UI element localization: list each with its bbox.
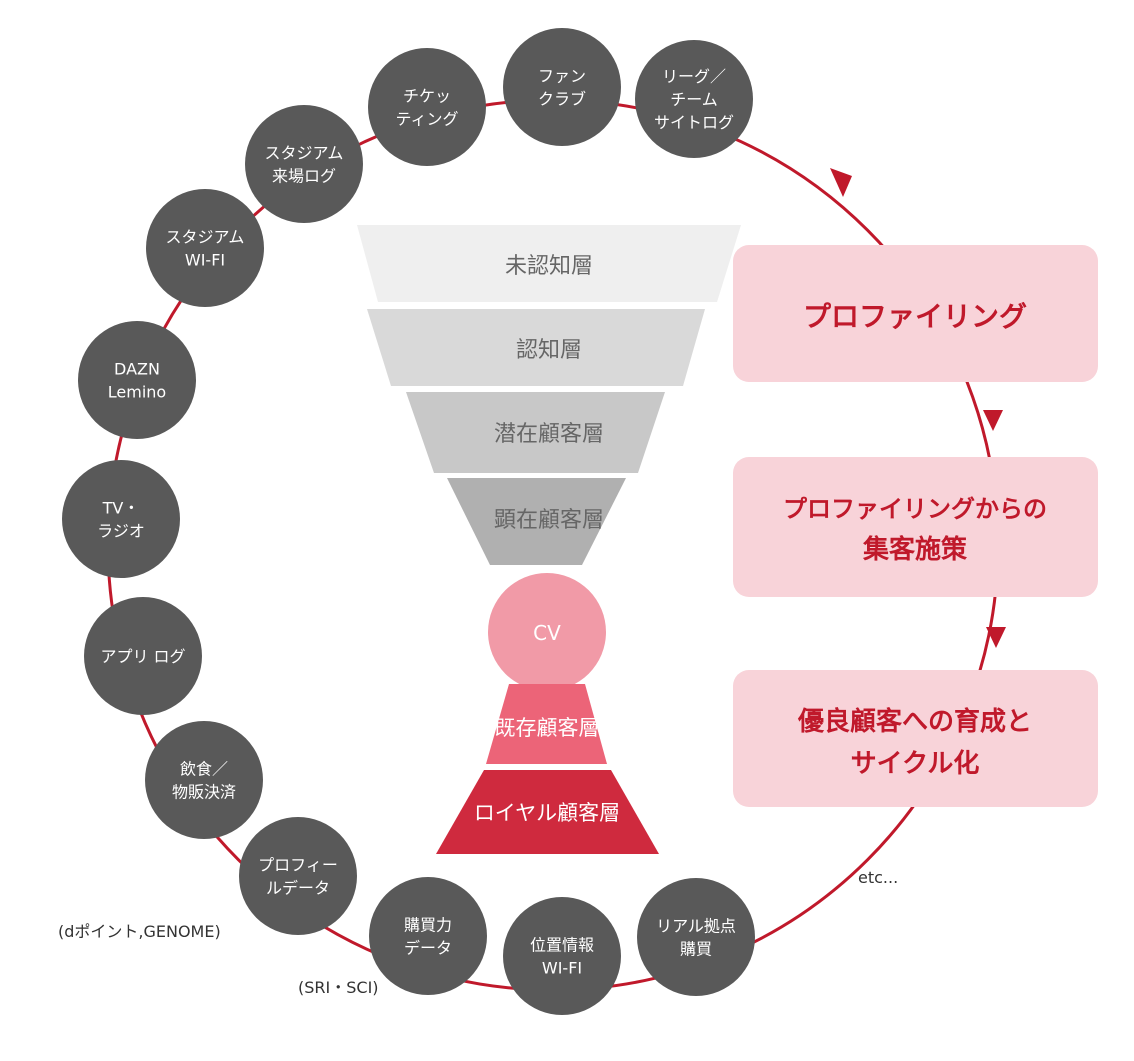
node-circle — [503, 897, 621, 1015]
node-label: クラブ — [538, 90, 586, 109]
node-circle — [503, 28, 621, 146]
node-label: 購買力 — [404, 916, 452, 935]
node-circle — [637, 878, 755, 996]
node-label: 飲食／ — [180, 760, 228, 779]
ring-arrow-top-right — [830, 168, 852, 197]
funnel-layer-latent — [406, 392, 665, 473]
node-circle — [78, 321, 196, 439]
funnel-layer-loyal-label: ロイヤル顧客層 — [474, 801, 620, 825]
node-circle — [635, 40, 753, 158]
node-label: DAZN — [114, 360, 160, 379]
node-tv-radio: TV・ラジオ — [62, 460, 180, 578]
node-label: チケッ — [403, 87, 451, 106]
funnel-layer-manifest — [447, 478, 626, 565]
node-label: チーム — [670, 90, 718, 109]
data-source-nodes: リーグ／チームサイトログリアル拠点購買位置情報WI-FI購買力データプロフィール… — [62, 28, 755, 1015]
node-circle — [146, 189, 264, 307]
funnel-layer-existing-label: 既存顧客層 — [495, 716, 600, 740]
node-label: スタジアム — [265, 144, 344, 163]
node-circle — [368, 48, 486, 166]
node-label: アプリ ログ — [100, 647, 185, 666]
node-circle — [239, 817, 357, 935]
funnel-layer-loyal — [436, 770, 659, 854]
node-label: 来場ログ — [272, 167, 336, 186]
profile-data-note: (dポイント,GENOME) — [58, 922, 221, 941]
step-box-loyalty: 優良顧客への育成と サイクル化 — [733, 670, 1098, 807]
node-food-merch-payment: 飲食／ 物販決済 — [145, 721, 263, 839]
node-circle — [62, 460, 180, 578]
node-label: 購買 — [680, 940, 712, 959]
node-label: 物販決済 — [172, 783, 236, 802]
node-location-wifi: 位置情報 WI-FI — [503, 897, 621, 1015]
funnel-layer-aware-label: 認知層 — [516, 338, 582, 363]
funnel: 未認知層 認知層 潜在顧客層 顕在顧客層 CV 既存顧客層 ロイヤル顧客層 — [357, 225, 741, 854]
step-acquisition-label-line2: 集客施策 — [862, 534, 967, 565]
node-label: リーグ／ — [662, 67, 726, 86]
funnel-layer-manifest-label: 顕在顧客層 — [494, 508, 604, 533]
funnel-layer-unaware-label: 未認知層 — [505, 254, 593, 279]
node-label: ティング — [395, 110, 458, 129]
node-dazn-lemino: DAZN Lemino — [78, 321, 196, 439]
step-profiling-label: プロファイリング — [803, 300, 1027, 333]
node-label: Lemino — [108, 383, 166, 402]
funnel-layer-latent-label: 潜在顧客層 — [494, 422, 604, 447]
step-loyalty-label-line1: 優良顧客への育成と — [797, 706, 1032, 737]
step-acquisition-label-line1: プロファイリングからの — [783, 495, 1047, 523]
node-label: TV・ — [102, 499, 140, 518]
funnel-layer-existing — [486, 684, 607, 764]
node-label: WI-FI — [185, 251, 225, 270]
step-box-profiling: プロファイリング — [733, 245, 1098, 382]
cv-label: CV — [533, 621, 561, 645]
node-stadium-wifi: スタジアム WI-FI — [146, 189, 264, 307]
node-label: ルデータ — [266, 879, 330, 898]
ring-arrow-right-lower — [986, 627, 1006, 648]
node-circle — [84, 597, 202, 715]
etc-note: etc... — [858, 868, 898, 887]
node-label: リアル拠点 — [656, 917, 736, 936]
node-circle — [369, 877, 487, 995]
node-circle — [145, 721, 263, 839]
funnel-layer-unaware — [357, 225, 741, 302]
node-app-log: アプリ ログ — [84, 597, 202, 715]
node-label: ファン — [538, 67, 586, 86]
node-label: ラジオ — [97, 522, 145, 541]
funnel-layer-aware — [367, 309, 705, 386]
node-label: サイトログ — [654, 113, 734, 132]
node-label: プロフィー — [258, 856, 338, 875]
node-circle — [245, 105, 363, 223]
purchasing-data-note: (SRI・SCI) — [298, 978, 379, 997]
ring-arrow-right-upper — [983, 410, 1003, 431]
step-loyalty-label-line2: サイクル化 — [851, 749, 980, 779]
node-label: スタジアム — [166, 228, 245, 247]
node-label: 位置情報 — [530, 936, 594, 955]
node-label: WI-FI — [542, 959, 582, 978]
step-box-acquisition: プロファイリングからの 集客施策 — [733, 457, 1098, 597]
node-label: データ — [404, 939, 452, 958]
cv-circle — [488, 573, 606, 691]
